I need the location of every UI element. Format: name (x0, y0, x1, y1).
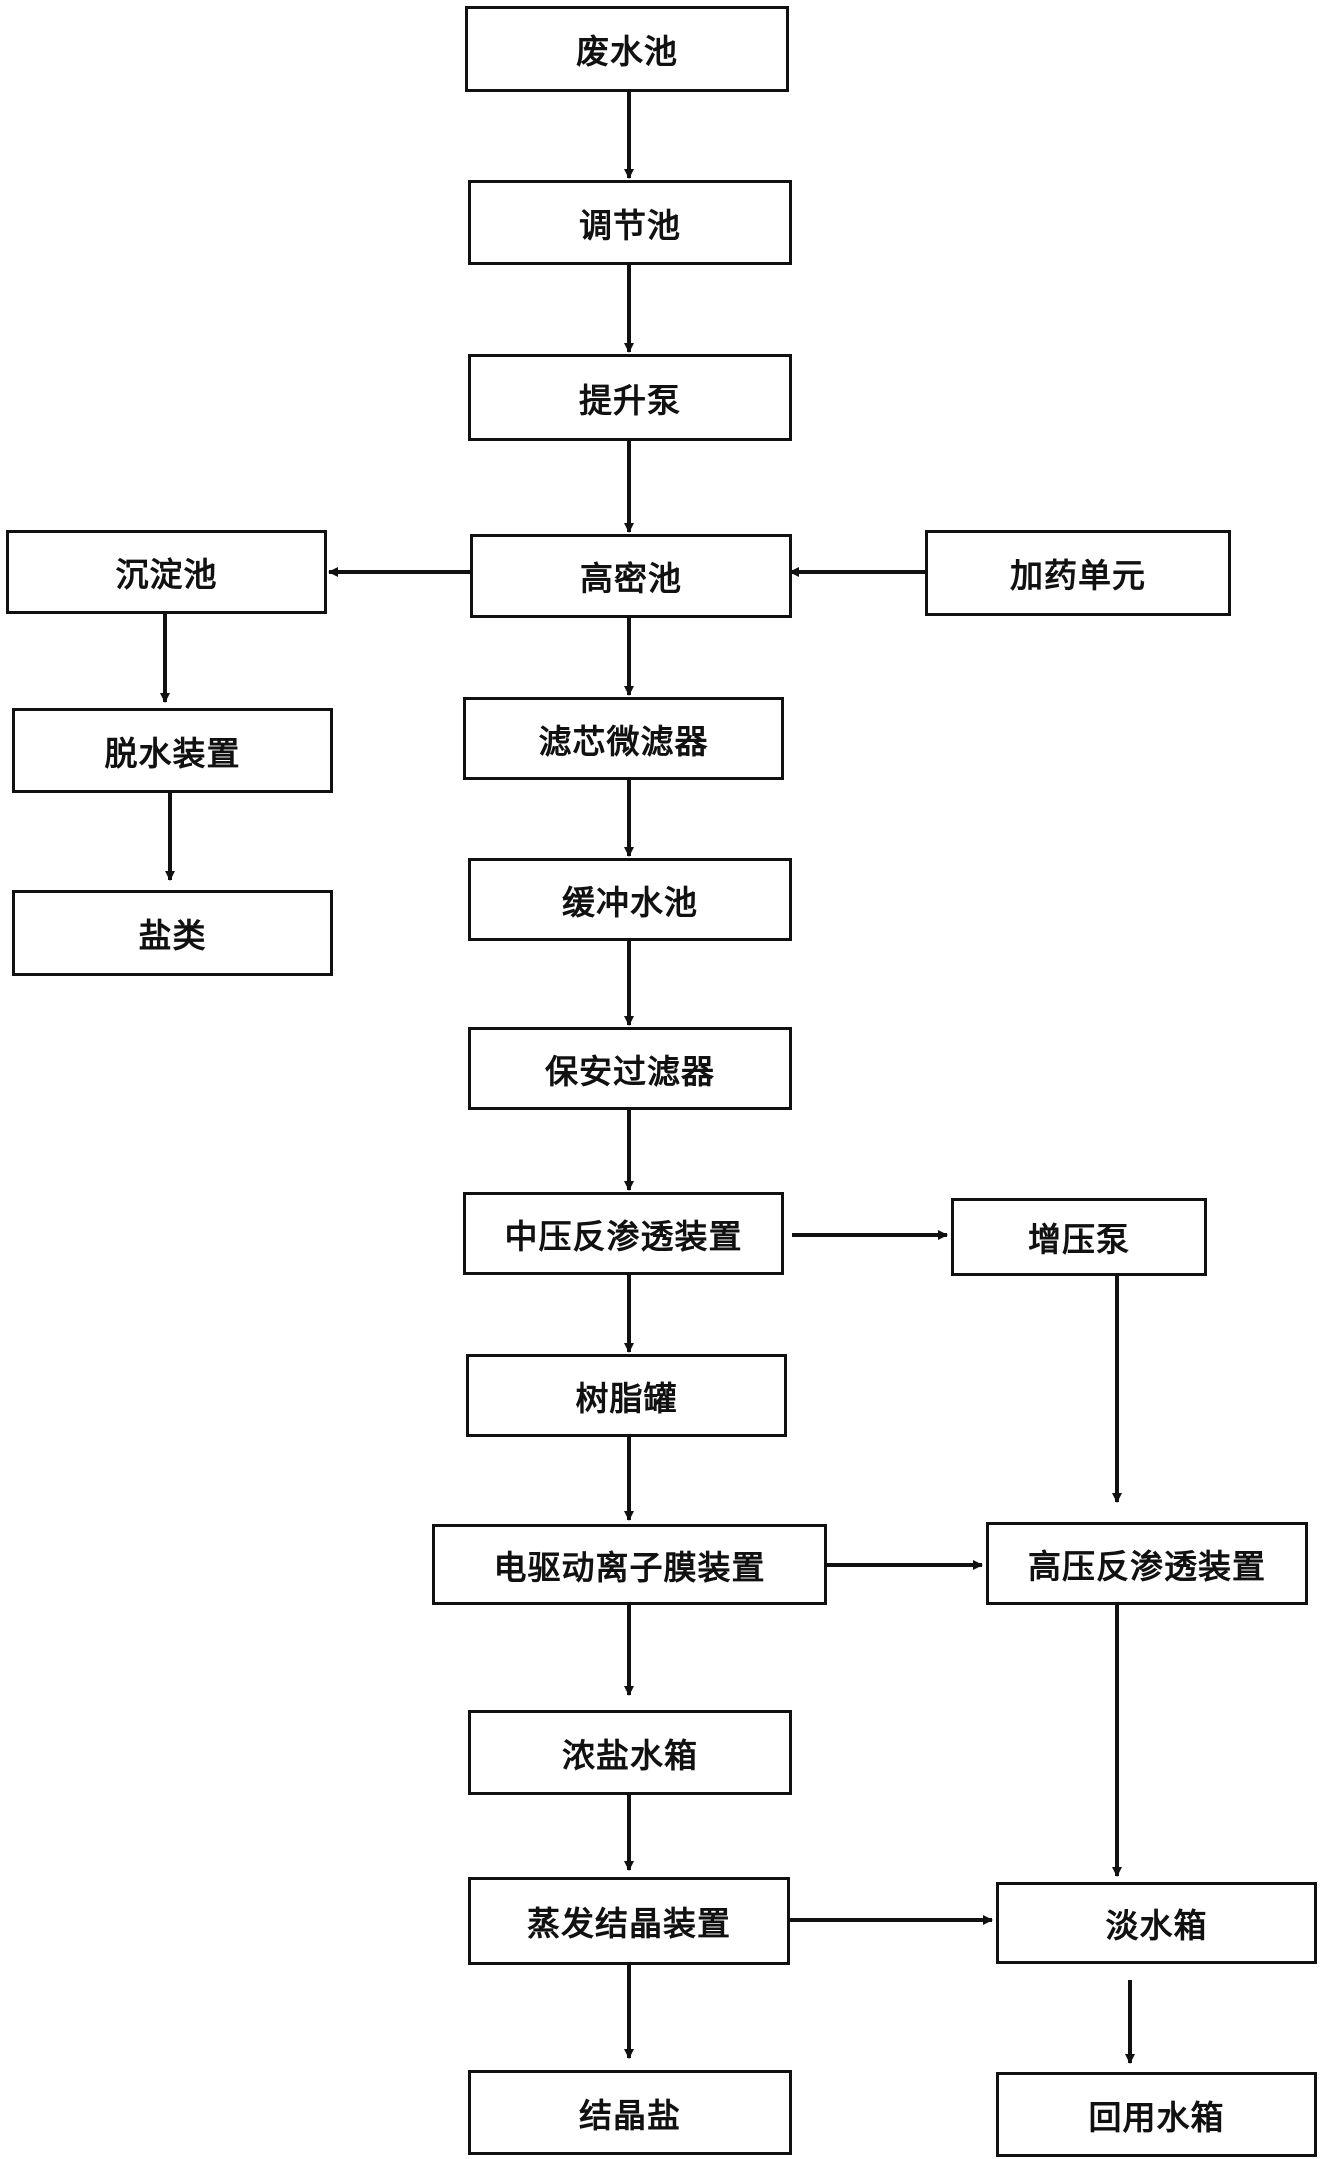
node-cartridge-microfilter: 滤芯微滤器 (463, 697, 784, 780)
node-resin-tank: 树脂罐 (466, 1354, 787, 1437)
node-lift-pump: 提升泵 (468, 354, 792, 441)
node-sedimentation-pool: 沉淀池 (6, 530, 327, 614)
node-regulating-pool: 调节池 (468, 180, 792, 265)
node-dewatering-device: 脱水装置 (12, 708, 333, 793)
node-dosing-unit: 加药单元 (925, 530, 1231, 616)
node-evaporation-crystallizer: 蒸发结晶装置 (468, 1877, 790, 1965)
node-buffer-pool: 缓冲水池 (468, 858, 792, 941)
node-fresh-water-tank: 淡水箱 (996, 1882, 1317, 1964)
node-booster-pump: 增压泵 (951, 1198, 1207, 1276)
node-brine-tank: 浓盐水箱 (468, 1710, 792, 1795)
node-salts: 盐类 (12, 890, 333, 976)
node-high-pressure-ro: 高压反渗透装置 (986, 1522, 1308, 1605)
node-reuse-water-tank: 回用水箱 (996, 2072, 1317, 2157)
node-electro-membrane: 电驱动离子膜装置 (432, 1524, 827, 1605)
node-crystal-salt: 结晶盐 (468, 2070, 792, 2155)
node-high-density-pool: 高密池 (470, 534, 792, 618)
node-medium-pressure-ro: 中压反渗透装置 (463, 1192, 784, 1275)
node-security-filter: 保安过滤器 (468, 1027, 792, 1110)
node-wastewater-pool: 废水池 (465, 6, 789, 92)
